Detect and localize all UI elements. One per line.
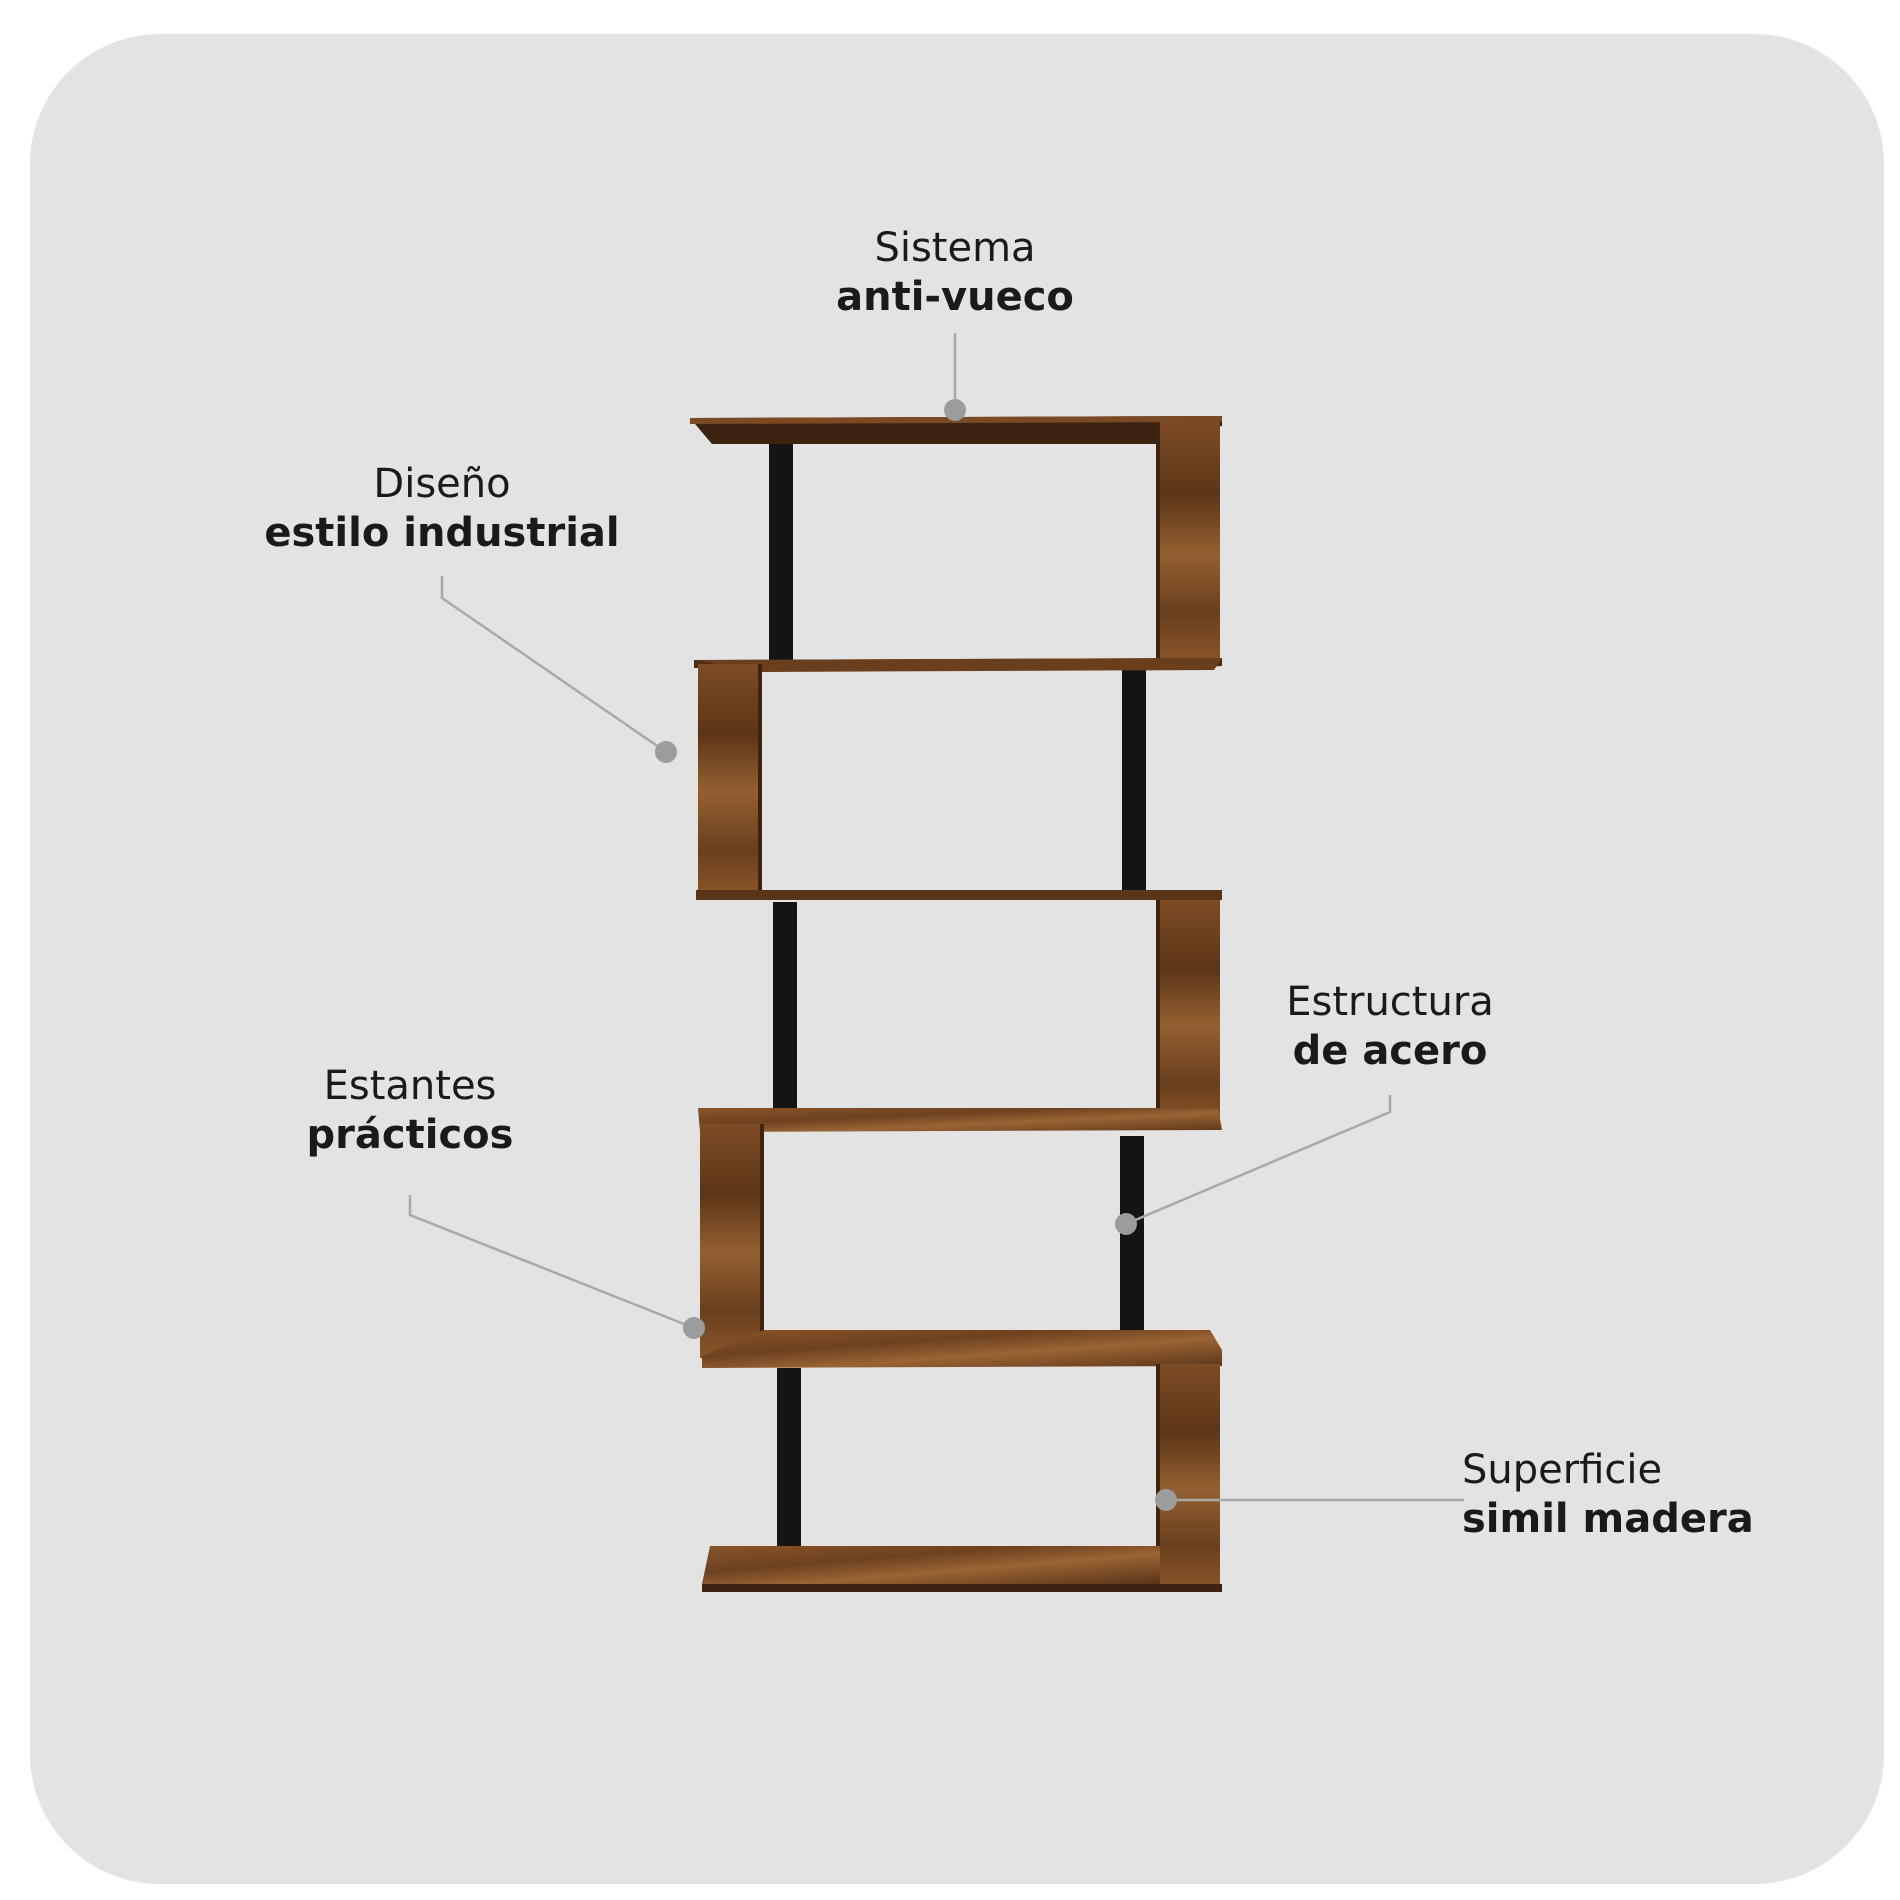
callout-line-steel — [1125, 1095, 1392, 1226]
callout-dots — [655, 399, 1177, 1511]
callout-dot-industrial — [655, 741, 677, 763]
steel-post — [1122, 664, 1146, 890]
shelf-tier-2 — [696, 658, 1222, 900]
steel-post — [769, 428, 793, 662]
callout-wood-line2: simil madera — [1462, 1495, 1754, 1542]
callout-steel-line2: de acero — [1292, 1027, 1488, 1074]
callout-shelves-line1: Estantes — [323, 1063, 497, 1109]
shelf-tier-4 — [700, 1124, 1222, 1368]
callout-steel: Estructura de acero — [1240, 978, 1540, 1076]
steel-post — [1120, 1136, 1144, 1358]
steel-post — [773, 902, 797, 1124]
callout-shelves: Estantes prácticos — [270, 1062, 550, 1160]
callout-steel-line1: Estructura — [1286, 979, 1494, 1025]
callout-anti-tip-line1: Sistema — [874, 225, 1036, 271]
callout-dot-steel — [1115, 1213, 1137, 1235]
shelf-tier-5 — [702, 1364, 1222, 1592]
callout-lines — [408, 333, 1464, 1502]
callout-anti-tip: Sistema anti-vueco — [805, 224, 1105, 322]
shelf-tier-3 — [698, 900, 1222, 1132]
callout-dot-wood — [1155, 1489, 1177, 1511]
callout-dot-shelves — [683, 1317, 705, 1339]
callout-industrial-line1: Diseño — [373, 461, 511, 507]
callout-anti-tip-line2: anti-vueco — [836, 273, 1074, 320]
callout-wood-line1: Superficie — [1462, 1447, 1663, 1493]
callout-industrial-line2: estilo industrial — [264, 509, 620, 556]
callout-line-industrial — [440, 576, 667, 754]
steel-frame — [769, 428, 1146, 1584]
callout-dot-anti-tip — [944, 399, 966, 421]
callout-shelves-line2: prácticos — [306, 1111, 514, 1158]
callout-line-shelves — [408, 1195, 695, 1330]
callout-wood: Superficie simil madera — [1462, 1446, 1802, 1544]
callout-industrial: Diseño estilo industrial — [252, 460, 632, 558]
